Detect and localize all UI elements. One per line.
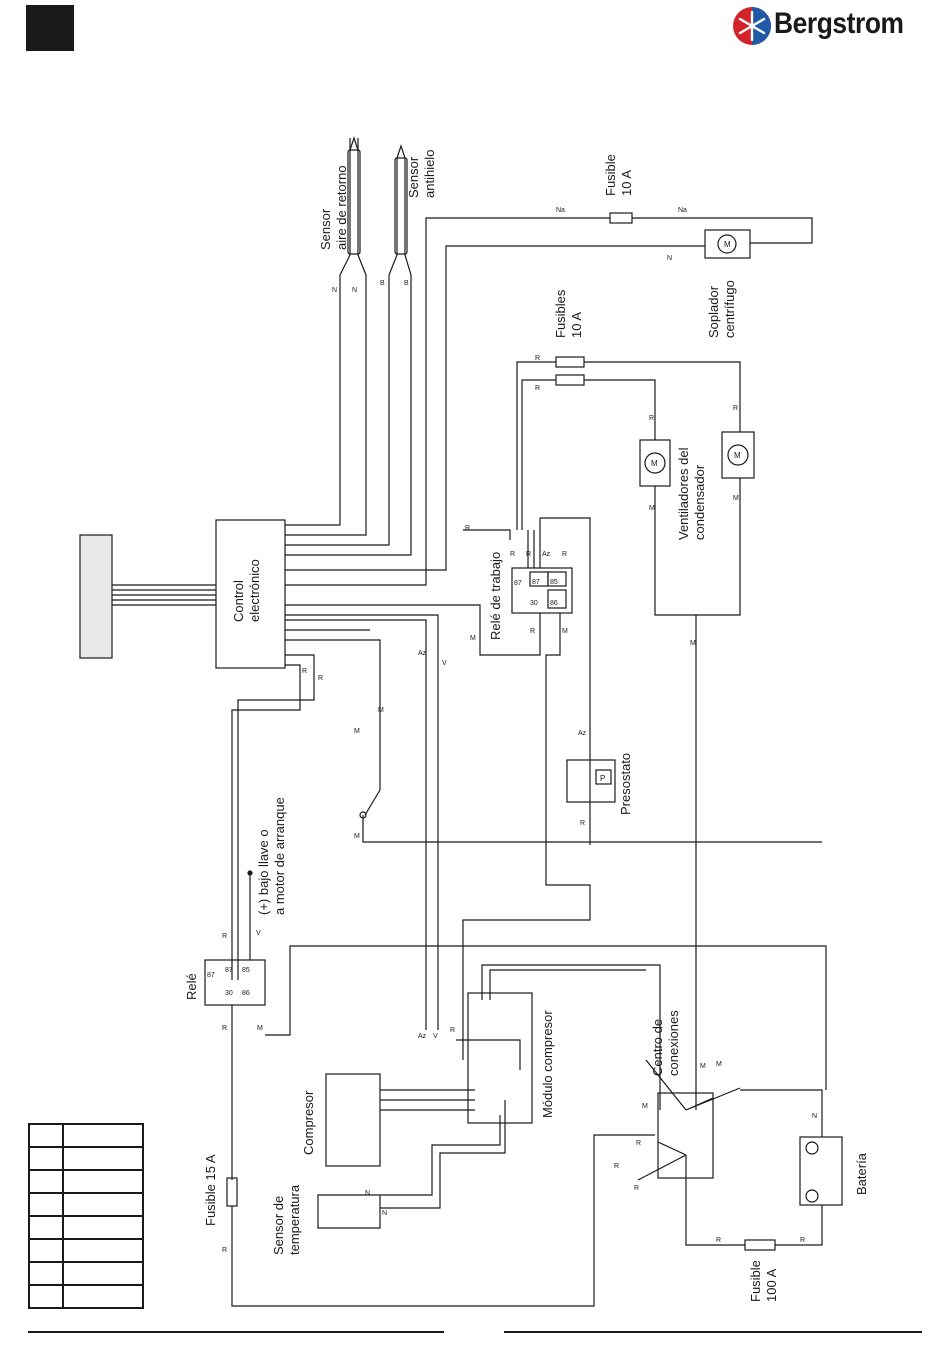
wire-label: M	[470, 635, 476, 642]
wire-label: N	[382, 1210, 387, 1217]
table-row	[28, 1284, 144, 1309]
wire-label: V	[442, 660, 447, 667]
pressure-symbol: P	[600, 774, 605, 783]
relay-pin: 30	[530, 600, 538, 607]
wire-label: M	[733, 495, 739, 502]
footer-rule-left	[28, 1331, 444, 1333]
wire-label: N	[365, 1190, 370, 1197]
wire-label: R	[222, 1025, 227, 1032]
legend-table	[28, 1123, 144, 1309]
relay-pin: 87	[225, 967, 233, 974]
wire-label: N	[352, 287, 357, 294]
label-ignition-note: (+) bajo llave oa motor de arranque	[256, 797, 287, 915]
relay-pin: 86	[242, 990, 250, 997]
table-row	[28, 1215, 144, 1240]
wire-label: B	[380, 280, 385, 287]
relay-pin: 30	[225, 990, 233, 997]
wire-label: M	[690, 640, 696, 647]
relay-pin: 87	[532, 579, 540, 586]
wire-label: M	[354, 833, 360, 840]
wire-label: Az	[418, 1033, 427, 1040]
brand-logo: Bergstrom	[730, 4, 930, 48]
wire-label: V	[256, 930, 261, 937]
wire-label: R	[800, 1237, 805, 1244]
label-fuse-blower: Fusible10 A	[603, 154, 634, 196]
label-fuse-100a: Fusible100 A	[748, 1260, 779, 1302]
wire-label: M	[562, 628, 568, 635]
wire-label: R	[465, 525, 470, 532]
wire-label: R	[302, 668, 307, 675]
wire-label: Az	[542, 551, 551, 558]
label-temperature-sensor: Sensor detemperatura	[271, 1184, 302, 1255]
wire-label: M	[642, 1103, 648, 1110]
label-electronic-control: Controlelectrónico	[231, 559, 262, 622]
relay-pin: 87	[514, 580, 522, 587]
label-sensor-antifreeze: Sensorantihielo	[406, 150, 437, 198]
motor-symbol: M	[651, 459, 658, 468]
label-work-relay: Relé de trabajo	[488, 552, 503, 640]
wire-label: R	[636, 1140, 641, 1147]
table-row	[28, 1238, 144, 1263]
table-row	[28, 1146, 144, 1171]
label-relay: Relé	[184, 973, 199, 1000]
brand-name: Bergstrom	[774, 7, 904, 40]
wire-label: R	[562, 551, 567, 558]
wire-label: R	[526, 551, 531, 558]
wire-label: B	[404, 280, 409, 287]
wire-label: M	[378, 707, 384, 714]
label-compressor: Compresor	[301, 1090, 316, 1155]
wire-label: R	[634, 1185, 639, 1192]
label-connection-center: Centro deconexiones	[650, 1010, 681, 1076]
motor-symbol: M	[734, 451, 741, 460]
page-tab-marker	[26, 5, 74, 51]
footer-rule-right	[504, 1331, 922, 1333]
label-battery: Batería	[854, 1152, 869, 1195]
snowflake-logo-icon	[733, 7, 771, 45]
table-row	[28, 1261, 144, 1286]
motor-symbol: M	[724, 240, 731, 249]
wire-label: R	[222, 1247, 227, 1254]
relay-pin: 85	[550, 579, 558, 586]
label-compressor-module: Módulo compresor	[540, 1010, 555, 1118]
wire-label: R	[535, 355, 540, 362]
wire-label: Az	[578, 730, 587, 737]
wire-label: M	[257, 1025, 263, 1032]
label-condenser-fans: Ventiladores delcondensador	[676, 447, 707, 540]
wire-label: N	[812, 1113, 817, 1120]
wire-label: M	[649, 505, 655, 512]
wire-label: R	[318, 675, 323, 682]
wire-label: R	[580, 820, 585, 827]
wire-label: R	[716, 1237, 721, 1244]
wire-label: R	[733, 405, 738, 412]
wire-label: R	[614, 1163, 619, 1170]
wire-label: N	[667, 255, 672, 262]
wire-label: N	[332, 287, 337, 294]
relay-pin: 87	[207, 972, 215, 979]
table-row	[28, 1123, 144, 1148]
wire-label: M	[716, 1061, 722, 1068]
label-fuses-condenser: Fusibles10 A	[553, 289, 584, 338]
wire-label: M	[354, 728, 360, 735]
wire-label: M	[700, 1063, 706, 1070]
wire-label: R	[649, 415, 654, 422]
wire-label: V	[433, 1033, 438, 1040]
table-row	[28, 1192, 144, 1217]
wire-label: R	[222, 933, 227, 940]
relay-pin: 85	[242, 967, 250, 974]
label-centrifugal-blower: Sopladorcentrífugo	[706, 280, 737, 338]
wire-label: R	[510, 551, 515, 558]
wire-label: Az	[418, 650, 427, 657]
wire-label: R	[450, 1027, 455, 1034]
table-row	[28, 1169, 144, 1194]
label-sensor-return-air: Sensoraire de retorno	[318, 165, 349, 250]
label-fuse-15a: Fusible 15 A	[203, 1154, 218, 1226]
wire-label: Na	[678, 207, 687, 214]
relay-pin: 86	[550, 600, 558, 607]
wire-label: Na	[556, 207, 565, 214]
label-pressure-switch: Presostato	[618, 753, 633, 815]
wire-label: R	[535, 385, 540, 392]
wire-label: R	[530, 628, 535, 635]
